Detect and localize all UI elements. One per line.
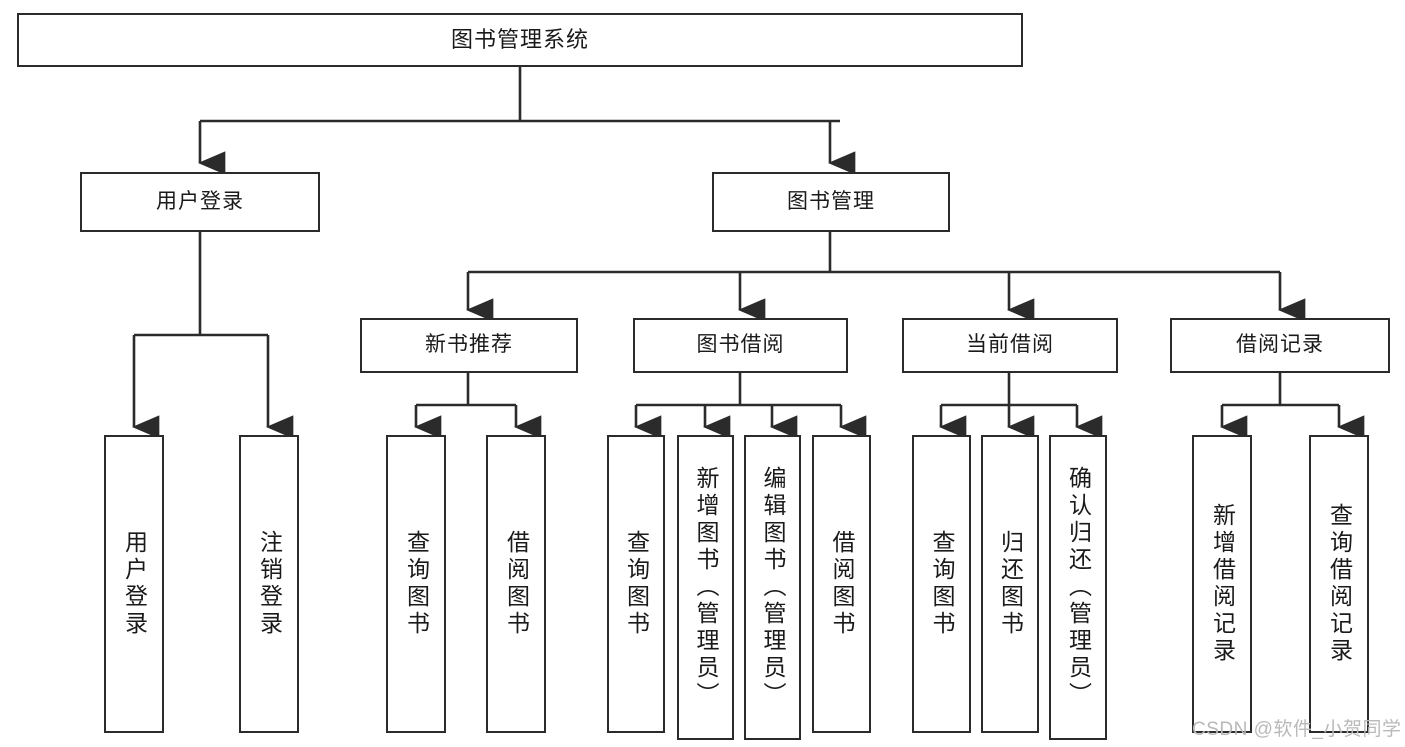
node-leaf-logout[interactable]: 注销登录 — [239, 435, 299, 733]
node-label: 借阅图书 — [829, 530, 855, 638]
node-label: 新书推荐 — [425, 333, 513, 357]
node-leaf-borrow-book-1[interactable]: 借阅图书 — [486, 435, 546, 733]
node-leaf-add-book[interactable]: 新增图书（管理员） — [677, 435, 734, 740]
node-label: 借阅图书 — [503, 530, 530, 638]
node-book-borrow[interactable]: 图书借阅 — [633, 318, 848, 373]
node-label: 图书管理系统 — [450, 27, 589, 53]
node-leaf-query-book-2[interactable]: 查询图书 — [607, 435, 665, 733]
node-user-login[interactable]: 用户登录 — [80, 172, 320, 232]
node-borrow-record[interactable]: 借阅记录 — [1170, 318, 1390, 373]
node-label: 查询图书 — [623, 530, 650, 638]
watermark-text: CSDN @软件_小贺同学 — [1192, 719, 1402, 740]
node-new-book-recommend[interactable]: 新书推荐 — [360, 318, 578, 373]
node-label: 当前借阅 — [966, 333, 1054, 357]
node-book-manage[interactable]: 图书管理 — [712, 172, 950, 232]
node-leaf-query-record[interactable]: 查询借阅记录 — [1309, 435, 1369, 733]
node-label: 查询借阅记录 — [1326, 503, 1353, 665]
node-label: 图书借阅 — [696, 333, 785, 357]
node-current-borrow[interactable]: 当前借阅 — [902, 318, 1118, 373]
node-label: 用户登录 — [156, 189, 244, 213]
node-label: 注销登录 — [256, 530, 283, 638]
node-label: 新增借阅记录 — [1209, 503, 1236, 665]
node-leaf-edit-book[interactable]: 编辑图书（管理员） — [744, 435, 801, 740]
node-label: 确认归还（管理员） — [1065, 466, 1092, 709]
node-label: 归还图书 — [997, 530, 1024, 638]
node-label: 查询图书 — [929, 530, 955, 638]
node-leaf-query-book-3[interactable]: 查询图书 — [912, 435, 971, 733]
node-leaf-add-record[interactable]: 新增借阅记录 — [1192, 435, 1252, 733]
node-leaf-query-book-1[interactable]: 查询图书 — [386, 435, 446, 733]
node-label: 图书管理 — [787, 189, 875, 213]
node-label: 用户登录 — [121, 530, 148, 638]
node-leaf-return-book[interactable]: 归还图书 — [981, 435, 1039, 733]
node-leaf-confirm-return[interactable]: 确认归还（管理员） — [1049, 435, 1107, 740]
node-label: 查询图书 — [403, 530, 430, 638]
node-label: 编辑图书（管理员） — [760, 466, 786, 709]
node-leaf-borrow-book-2[interactable]: 借阅图书 — [812, 435, 871, 733]
node-label: 借阅记录 — [1236, 333, 1324, 357]
node-leaf-user-login[interactable]: 用户登录 — [104, 435, 164, 733]
node-label: 新增图书（管理员） — [693, 466, 719, 709]
node-root-system[interactable]: 图书管理系统 — [17, 13, 1023, 67]
